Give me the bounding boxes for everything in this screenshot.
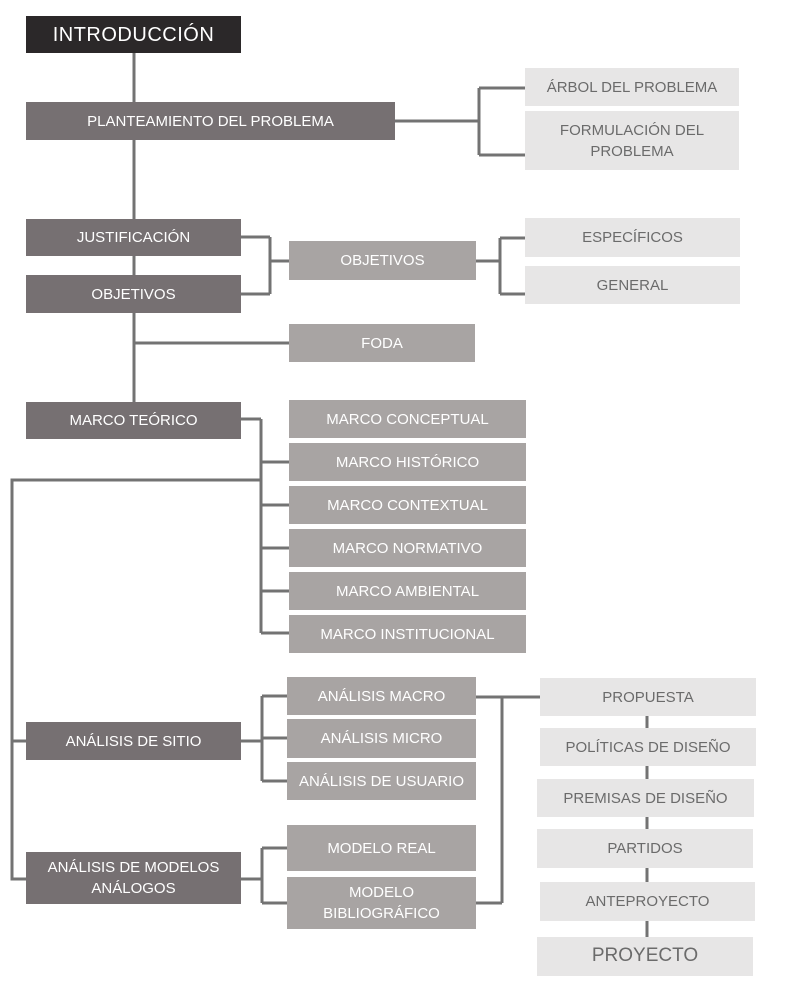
connector-propuesta-bracket [476, 695, 540, 905]
node-propuesta: PROPUESTA [540, 678, 756, 716]
node-marco-teorico: MARCO TEÓRICO [26, 402, 241, 439]
node-analisis-macro: ANÁLISIS MACRO [287, 677, 476, 715]
node-analisis-modelos: ANÁLISIS DE MODELOS ANÁLOGOS [26, 852, 241, 904]
node-marco-normativo: MARCO NORMATIVO [289, 529, 526, 567]
node-formulacion: FORMULACIÓN DEL PROBLEMA [525, 111, 739, 170]
connector-left-loop [10, 478, 261, 881]
node-premisas: PREMISAS DE DISEÑO [537, 779, 754, 817]
node-partidos: PARTIDOS [537, 829, 753, 868]
node-marco-conceptual: MARCO CONCEPTUAL [289, 400, 526, 438]
node-foda: FODA [289, 324, 475, 362]
connector-objetivos-branch [241, 235, 289, 296]
node-anteproyecto: ANTEPROYECTO [540, 882, 755, 921]
node-modelo-real: MODELO REAL [287, 825, 476, 871]
node-general: GENERAL [525, 266, 740, 304]
connector-modelos-branch [241, 846, 287, 905]
node-objetivos-mid: OBJETIVOS [289, 241, 476, 280]
node-analisis-sitio: ANÁLISIS DE SITIO [26, 722, 241, 760]
node-marco-historico: MARCO HISTÓRICO [289, 443, 526, 481]
node-marco-institucional: MARCO INSTITUCIONAL [289, 615, 526, 653]
connector-planteamiento-branch [395, 86, 525, 157]
node-arbol: ÁRBOL DEL PROBLEMA [525, 68, 739, 106]
node-analisis-usuario: ANÁLISIS DE USUARIO [287, 762, 476, 800]
node-proyecto: PROYECTO [537, 937, 753, 976]
connector-marco-branch [241, 417, 289, 635]
node-especificos: ESPECÍFICOS [525, 218, 740, 257]
node-analisis-micro: ANÁLISIS MICRO [287, 719, 476, 758]
node-politicas: POLÍTICAS DE DISEÑO [540, 728, 756, 766]
node-justificacion: JUSTIFICACIÓN [26, 219, 241, 256]
node-objetivos-main: OBJETIVOS [26, 275, 241, 313]
node-marco-contextual: MARCO CONTEXTUAL [289, 486, 526, 524]
node-introduccion: INTRODUCCIÓN [26, 16, 241, 53]
node-marco-ambiental: MARCO AMBIENTAL [289, 572, 526, 610]
node-planteamiento: PLANTEAMIENTO DEL PROBLEMA [26, 102, 395, 140]
node-modelo-bibliografico: MODELO BIBLIOGRÁFICO [287, 877, 476, 929]
connector-sitio-branch [241, 694, 287, 783]
connector-objetivos-sub-branch [476, 236, 525, 296]
